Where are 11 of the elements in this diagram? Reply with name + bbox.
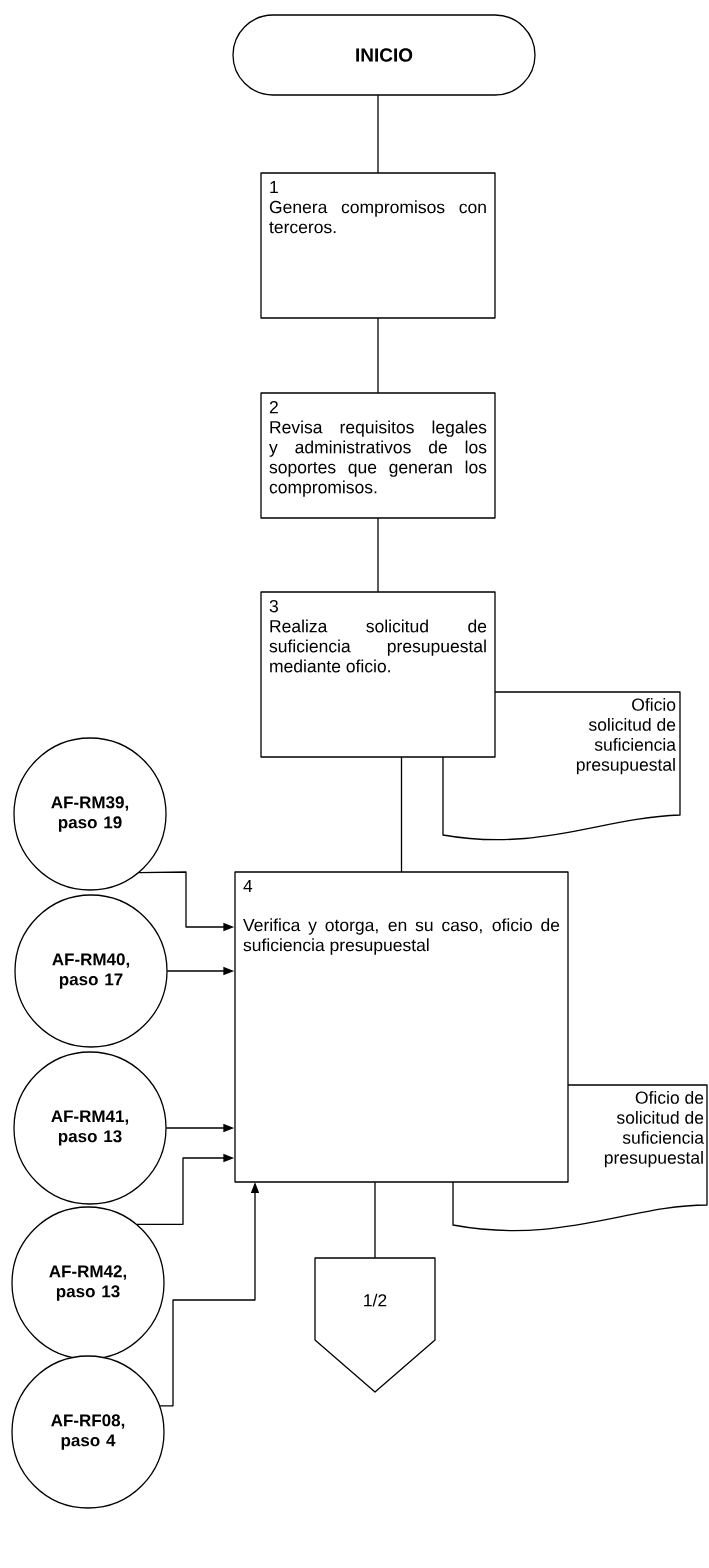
process-box: 4 Verifica y otorga, en su caso, oficio de suficiencia presupuestal	[234, 871, 569, 1183]
process-box: 2 Revisa requisitos legales y administrativos de los soportes que generan los compromisos.	[260, 392, 496, 519]
off-page-connector: 1/2	[314, 1257, 436, 1393]
connector-line	[377, 95, 379, 173]
start-terminal: INICIO	[232, 14, 536, 96]
process-box: 1 Genera compromisos con terceros.	[260, 172, 496, 319]
process-box: 3 Realiza solicitud de suficiencia presupuestal mediante oficio.	[260, 591, 496, 758]
connector-line	[377, 318, 379, 393]
connector-line	[400, 757, 403, 872]
connector-line	[374, 1182, 376, 1258]
connector-line	[377, 518, 379, 592]
